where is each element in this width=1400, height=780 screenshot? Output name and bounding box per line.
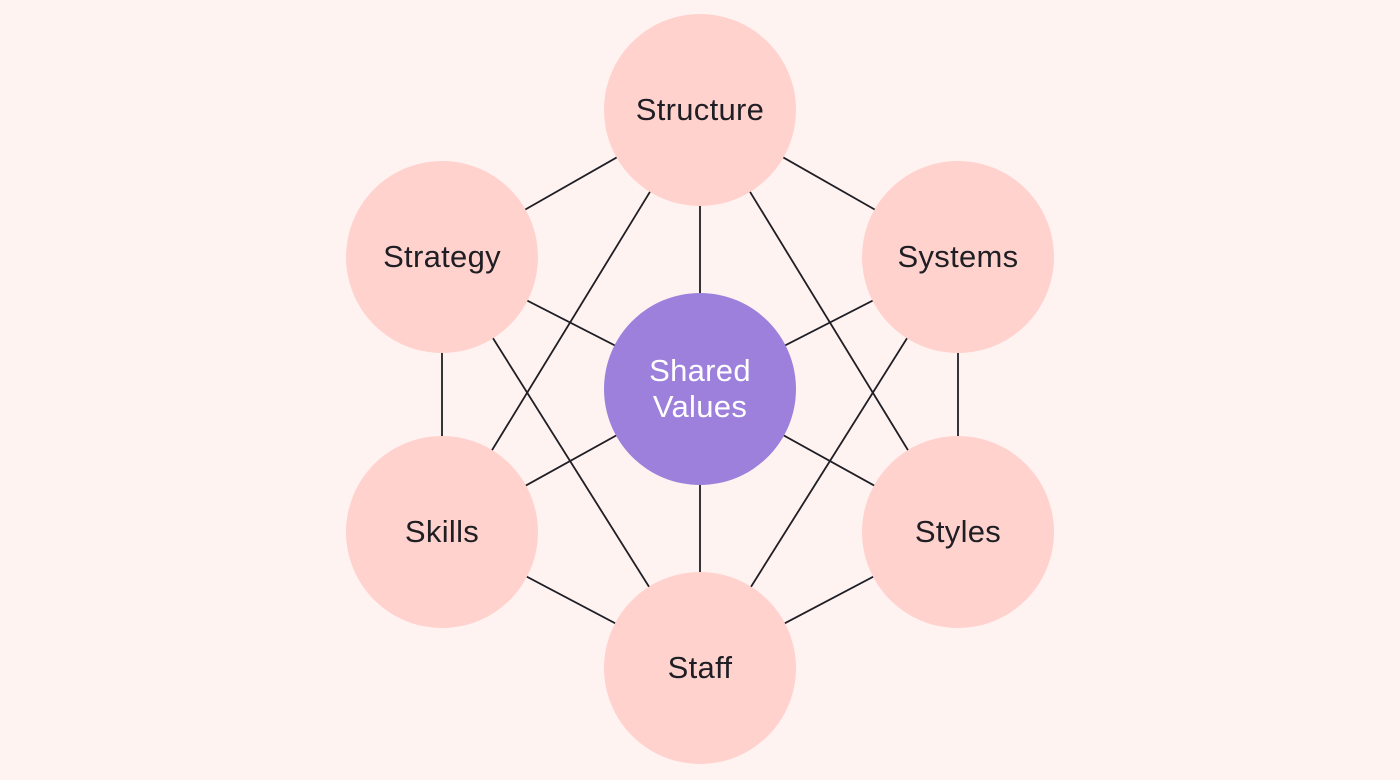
node-skills: Skills (346, 436, 538, 628)
node-label: Systems (897, 239, 1019, 274)
center-label: Shared Values (649, 353, 751, 424)
node-shared-values: Shared Values (604, 293, 796, 485)
node-label: Structure (635, 92, 765, 127)
node-label: Styles (914, 514, 1002, 549)
node-label: Strategy (383, 239, 501, 274)
node-strategy: Strategy (346, 161, 538, 353)
node-label: Skills (404, 514, 480, 549)
node-styles: Styles (862, 436, 1054, 628)
node-staff: Staff (604, 572, 796, 764)
node-systems: Systems (862, 161, 1054, 353)
node-structure: Structure (604, 14, 796, 206)
node-label: Staff (667, 650, 733, 685)
